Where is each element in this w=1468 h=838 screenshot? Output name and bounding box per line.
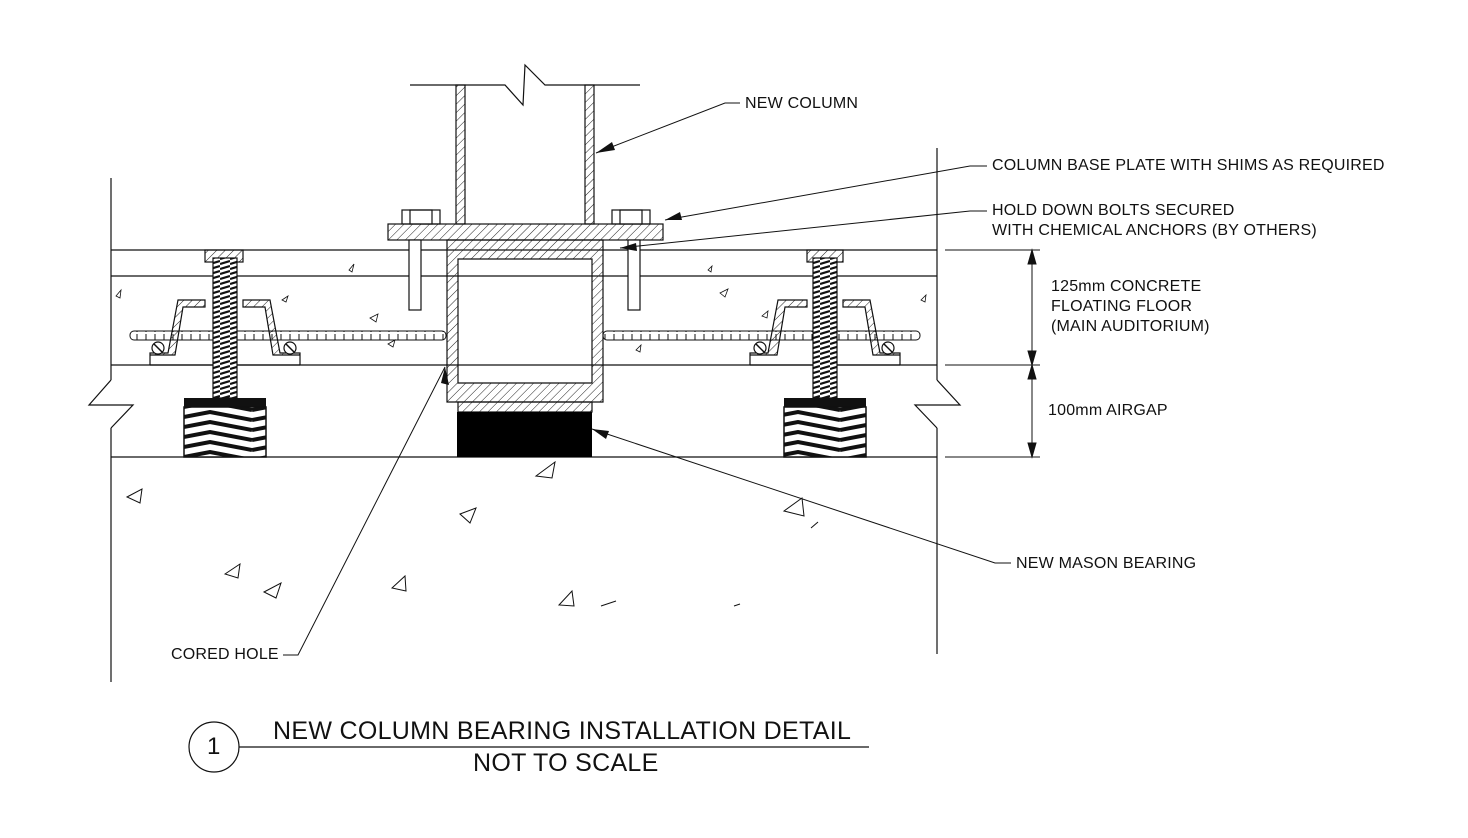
label-airgap: 100mm AIRGAP — [1048, 402, 1168, 419]
label-cored-hole: CORED HOLE — [171, 646, 279, 663]
dimensions — [945, 248, 1040, 459]
label-bolts-line1: HOLD DOWN BOLTS SECURED — [992, 202, 1235, 219]
right-isolator — [749, 249, 901, 458]
label-bolts-line2: WITH CHEMICAL ANCHORS (BY OTHERS) — [992, 222, 1317, 239]
cored-hole-box — [446, 239, 604, 413]
concrete-aggregate — [125, 460, 819, 607]
detail-number: 1 — [207, 733, 221, 760]
new-column — [410, 63, 640, 225]
floor-aggregate — [115, 263, 927, 353]
base-plate — [387, 209, 664, 311]
arrowheads — [441, 142, 682, 439]
rebar-left — [129, 330, 447, 341]
label-base-plate: COLUMN BASE PLATE WITH SHIMS AS REQUIRED — [992, 157, 1385, 174]
label-floor-line2: FLOATING FLOOR — [1051, 298, 1193, 315]
left-isolator — [149, 249, 301, 458]
detail-title: NEW COLUMN BEARING INSTALLATION DETAIL — [273, 717, 852, 745]
label-mason-bearing: NEW MASON BEARING — [1016, 555, 1197, 572]
mason-bearing — [457, 412, 592, 457]
title-block — [188, 721, 869, 773]
label-floor-line3: (MAIN AUDITORIUM) — [1051, 318, 1210, 335]
scale-note: NOT TO SCALE — [473, 749, 659, 777]
label-floor-line1: 125mm CONCRETE — [1051, 278, 1202, 295]
leaders — [283, 102, 1011, 656]
label-new-column: NEW COLUMN — [745, 95, 859, 112]
